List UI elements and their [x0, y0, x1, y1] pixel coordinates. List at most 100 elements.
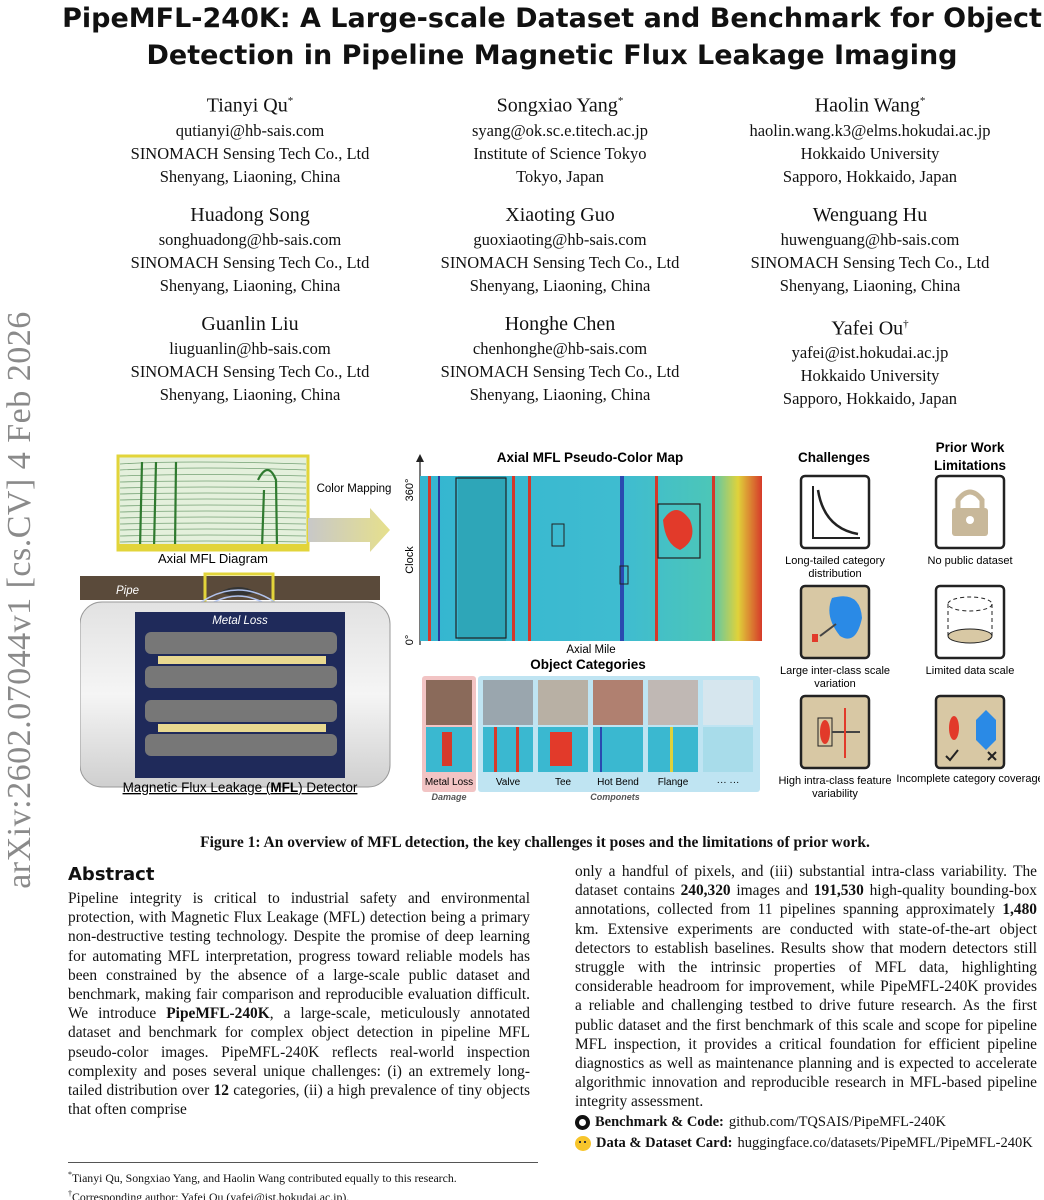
github-icon — [575, 1114, 590, 1130]
abstract-paragraph-right: only a handful of pixels, and (iii) subs… — [575, 862, 1037, 1112]
abstract-bold: 12 — [213, 1082, 229, 1100]
challenges-title: Challenges — [798, 450, 870, 465]
label-continuation: variability — [812, 788, 858, 800]
author-affiliation: SINOMACH Sensing Tech Co., Ltd — [130, 361, 370, 381]
category-more: ··· ··· — [717, 777, 740, 788]
author-name: Guanlin Liu — [201, 312, 299, 335]
abstract-text: , a large-scale, meticulously annotated … — [68, 1005, 530, 1100]
components-label: Componets — [590, 792, 640, 802]
category-metal-loss: Metal Loss — [425, 777, 473, 788]
challenge-1-text: Long-tailed category — [785, 555, 885, 567]
author-block: Tianyi Qu* qutianyi@hb-sais.com SINOMACH… — [95, 88, 1025, 410]
x-axis-label: Axial Mile — [566, 644, 615, 656]
author-affiliation: Hokkaido University — [800, 366, 940, 386]
prior-title-line-2: Limitations — [934, 458, 1006, 473]
footnote-mark: * — [68, 1170, 72, 1179]
category-tee: Tee — [555, 777, 572, 788]
detector-label-prefix: Magnetic Flux Leakage ( — [123, 780, 271, 795]
color-mapping-label: Color Mapping — [317, 483, 392, 495]
map-title: Axial MFL Pseudo-Color Map — [497, 450, 684, 465]
author-mark: * — [919, 95, 926, 107]
label-continuation: variation — [814, 678, 856, 690]
author-affiliation: SINOMACH Sensing Tech Co., Ltd — [440, 361, 680, 381]
author-1: Tianyi Qu* qutianyi@hb-sais.com SINOMACH… — [95, 88, 405, 188]
limitation-2-label: Limited data scale — [926, 665, 1015, 677]
author-name: Songxiao Yang — [496, 94, 618, 117]
abstract-heading: Abstract — [68, 864, 155, 885]
y-axis-label: Clock — [404, 546, 416, 574]
damage-label: Damage — [431, 792, 466, 802]
limitation-1-label: No public dataset — [928, 555, 1013, 567]
abstract-bold: 191,530 — [813, 882, 864, 900]
author-email[interactable]: yafei@ist.hokudai.ac.jp — [791, 343, 949, 363]
lock-icon — [934, 474, 1006, 550]
abstract-right-column: only a handful of pixels, and (iii) subs… — [575, 862, 1037, 1154]
map-stripes — [428, 476, 715, 641]
data-link[interactable]: huggingface.co/datasets/PipeMFL/PipeMFL-… — [737, 1134, 1033, 1151]
challenge-icon-variability — [799, 694, 871, 770]
author-email[interactable]: liuguanlin@hb-sais.com — [169, 338, 331, 358]
author-mark: * — [617, 95, 624, 107]
author-name: Wenguang Hu — [812, 203, 928, 226]
detector-label-suffix: ) Detector — [298, 780, 358, 795]
author-location: Shenyang, Liaoning, China — [159, 384, 341, 404]
author-email[interactable]: haolin.wang.k3@elms.hokudai.ac.jp — [749, 120, 991, 140]
author-7: Guanlin Liu liuguanlin@hb-sais.com SINOM… — [95, 311, 405, 411]
author-location: Shenyang, Liaoning, China — [159, 166, 341, 186]
data-link-line: Data & Dataset Card: huggingface.co/data… — [575, 1133, 1037, 1154]
author-location: Shenyang, Liaoning, China — [779, 275, 961, 295]
huggingface-icon — [575, 1135, 591, 1151]
author-email[interactable]: huwenguang@hb-sais.com — [780, 229, 960, 249]
author-name: Haolin Wang — [814, 94, 920, 117]
paper-title: PipeMFL-240K: A Large-scale Dataset and … — [52, 0, 1044, 74]
author-location: Tokyo, Japan — [516, 166, 604, 186]
abstract-paragraph-left: Pipeline integrity is critical to indust… — [68, 889, 530, 1119]
arxiv-stamp-text: arXiv:2602.07044v1 [cs.CV] 4 Feb 2026 — [1, 311, 38, 889]
footnote-mark: † — [68, 1188, 72, 1198]
author-email[interactable]: qutianyi@hb-sais.com — [175, 120, 325, 140]
challenge-icon-scale — [799, 584, 871, 660]
figure-1: Axial MFL Diagram Color Mapping Pipe Met… — [80, 440, 1040, 810]
category-valve: Valve — [496, 777, 521, 788]
metal-loss-label: Metal Loss — [212, 615, 268, 627]
author-name: Yafei Ou — [831, 317, 904, 340]
author-mark: * — [287, 95, 294, 107]
author-3: Haolin Wang* haolin.wang.k3@elms.hokudai… — [715, 88, 1025, 188]
category-flange: Flange — [658, 777, 689, 788]
author-email[interactable]: songhuadong@hb-sais.com — [158, 229, 342, 249]
author-email[interactable]: syang@ok.sc.e.titech.ac.jp — [471, 120, 648, 140]
challenge-3-text: High intra-class feature — [778, 775, 891, 787]
abstract-bold: PipeMFL-240K — [166, 1005, 270, 1023]
abstract-text: km. Extensive experiments are conducted … — [575, 920, 1037, 1111]
author-2: Songxiao Yang* syang@ok.sc.e.titech.ac.j… — [405, 88, 715, 188]
author-affiliation: SINOMACH Sensing Tech Co., Ltd — [440, 252, 680, 272]
author-email[interactable]: chenhonghe@hb-sais.com — [472, 338, 648, 358]
author-email[interactable]: guoxiaoting@hb-sais.com — [473, 229, 647, 249]
code-link-line: Benchmark & Code: github.com/TQSAIS/Pipe… — [575, 1112, 1037, 1133]
title-line-2: Detection in Pipeline Magnetic Flux Leak… — [146, 40, 958, 71]
abstract-bold: 1,480 — [1002, 901, 1037, 919]
author-affiliation: SINOMACH Sensing Tech Co., Ltd — [750, 252, 990, 272]
footnote-text: Tianyi Qu, Songxiao Yang, and Haolin Wan… — [72, 1170, 457, 1185]
axial-mfl-diagram — [116, 454, 310, 552]
author-location: Shenyang, Liaoning, China — [469, 384, 651, 404]
author-affiliation: SINOMACH Sensing Tech Co., Ltd — [130, 143, 370, 163]
footnote-text: Corresponding author: Yafei Ou (yafei@is… — [72, 1189, 350, 1200]
category-thumbnails — [426, 680, 753, 772]
challenge-icon-long-tail — [799, 474, 871, 550]
arxiv-stamp: arXiv:2602.07044v1 [cs.CV] 4 Feb 2026 — [0, 270, 40, 930]
footnotes: *Tianyi Qu, Songxiao Yang, and Haolin Wa… — [68, 1162, 538, 1200]
author-affiliation: SINOMACH Sensing Tech Co., Ltd — [130, 252, 370, 272]
mfl-detector: Pipe Metal Loss — [80, 572, 391, 788]
abstract-text: only a handful of pixels, and (iii) subs… — [575, 863, 1037, 900]
author-location: Shenyang, Liaoning, China — [159, 275, 341, 295]
category-hot-bend: Hot Bend — [597, 777, 639, 788]
code-link[interactable]: github.com/TQSAIS/PipeMFL-240K — [728, 1113, 946, 1130]
label-continuation: distribution — [808, 568, 861, 580]
author-affiliation: Hokkaido University — [800, 143, 940, 163]
author-name: Honghe Chen — [504, 312, 616, 335]
categories-title: Object Categories — [530, 657, 646, 672]
axial-diagram-label: Axial MFL Diagram — [158, 551, 268, 566]
